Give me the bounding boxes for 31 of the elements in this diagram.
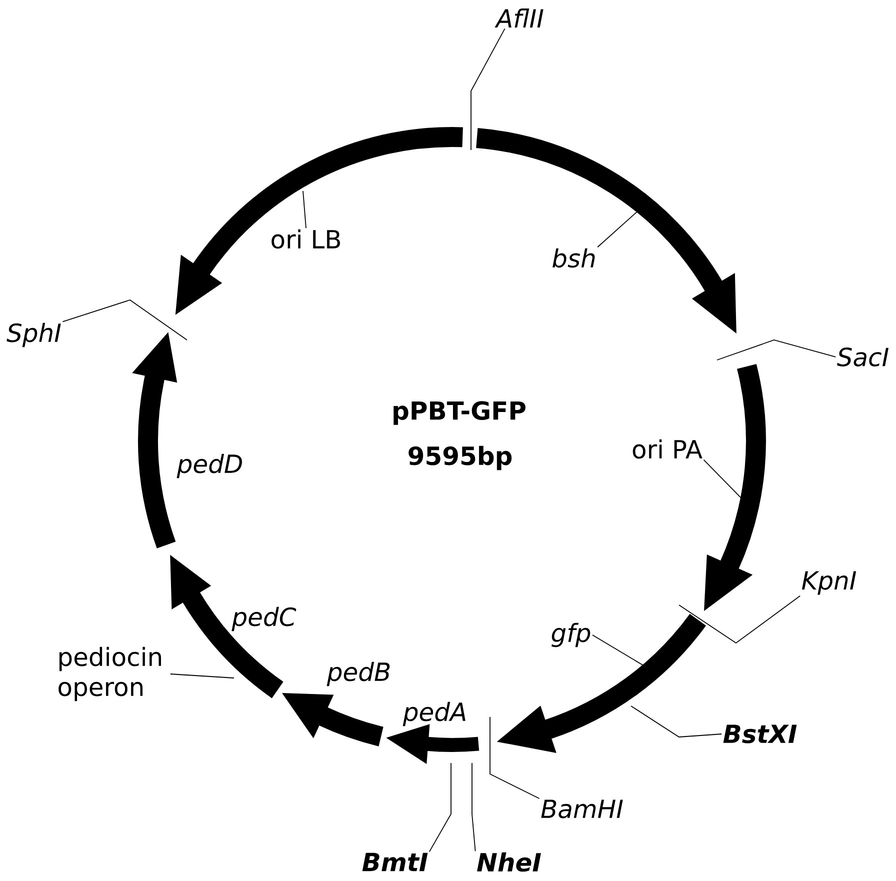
feature-label: BamHI (541, 800, 623, 818)
leader-line (62, 300, 188, 340)
feature-label: pediocin operon (58, 646, 161, 702)
leader-line (428, 762, 452, 852)
map-label: 9595bp (408, 446, 512, 470)
feature-label: AflII (494, 8, 544, 28)
map-label: pedA (402, 702, 466, 726)
feature-label: SacI (837, 348, 888, 366)
leader-line (678, 595, 801, 644)
leader-line (490, 716, 540, 799)
leader-line (597, 210, 640, 248)
map-label: pPBT-GFP (394, 401, 526, 425)
feature-label: ori LB (272, 229, 340, 249)
leader-line (170, 674, 234, 678)
feature-label: bsh (552, 248, 595, 268)
leader-line (470, 28, 506, 150)
map-label: pedB (326, 662, 390, 686)
feature-label: KpnI (802, 571, 856, 595)
feature-label: BmtI (362, 852, 428, 872)
leader-line (472, 762, 476, 852)
leader-line (716, 340, 836, 360)
map-label: pedD (176, 454, 242, 478)
feature-label: gfp (552, 622, 590, 648)
feature-label: BstXI (723, 724, 797, 744)
leader-line (302, 190, 306, 229)
feature-label: ori PA (632, 439, 702, 459)
leader-line (630, 706, 722, 738)
feature-label: SphI (6, 322, 61, 348)
feature-label: NheI (477, 852, 541, 872)
map-label: pedC (232, 606, 296, 632)
leader-line (703, 459, 744, 500)
